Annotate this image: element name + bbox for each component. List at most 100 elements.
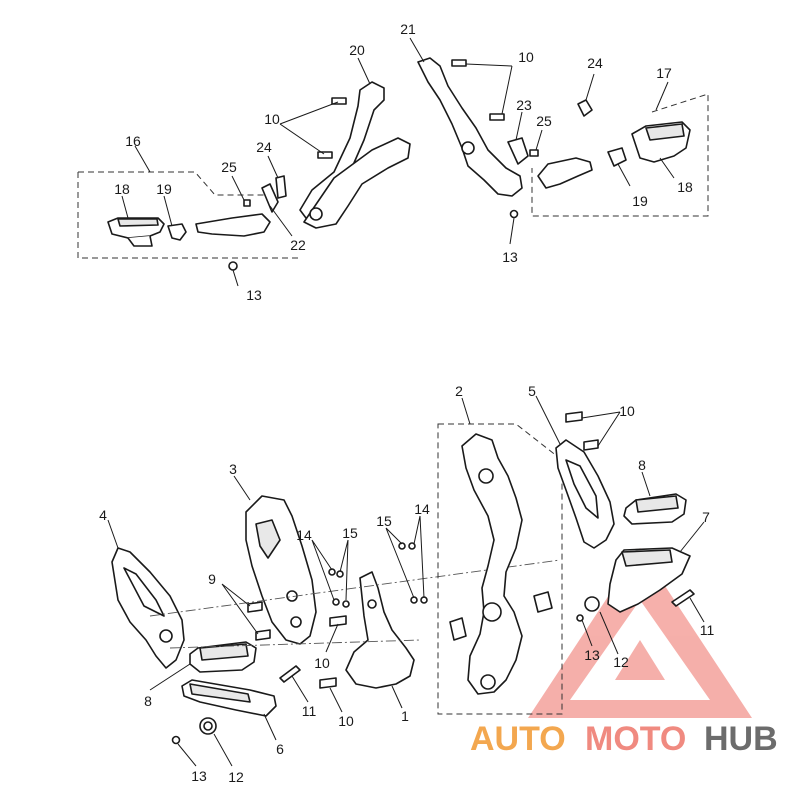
callout-6: 6 [276, 741, 284, 757]
plate-3 [245, 495, 317, 645]
callout-7: 7 [702, 509, 710, 525]
watermark-word-moto: MOTO [585, 720, 686, 758]
watermark-inner-triangle [615, 640, 665, 680]
callout-13-bottom-right: 13 [584, 647, 600, 663]
bracket-1-hole [367, 599, 377, 609]
heel-guard-4-cutout [123, 567, 165, 617]
group-17-right-footrest [531, 93, 709, 217]
callout-18-left: 18 [114, 181, 130, 197]
callout-10-mid-left: 10 [314, 655, 330, 671]
bolt-24-right [577, 99, 593, 117]
callout-12-right: 12 [613, 654, 629, 670]
callout-9: 9 [208, 571, 216, 587]
spring-12-left-inner [203, 721, 213, 731]
bracket-2 [461, 433, 523, 695]
bracket-21-hole [461, 141, 475, 155]
bolt-10-top-b [317, 151, 333, 159]
callout-21: 21 [400, 21, 416, 37]
bolt-10-right-a [451, 59, 467, 67]
callout-23: 23 [516, 97, 532, 113]
washer-15-c [398, 542, 406, 550]
callout-4: 4 [99, 507, 107, 523]
callout-13-top-left: 13 [246, 287, 262, 303]
bolt-24-left [275, 175, 287, 199]
callout-10-mid-right: 10 [619, 403, 635, 419]
callout-11-left: 11 [302, 703, 317, 719]
watermark-triangle [528, 548, 752, 718]
plate-3-cutout [255, 519, 281, 559]
bolt-10-bottom-a [329, 615, 347, 627]
pin-11-left [279, 665, 301, 683]
bolt-10-bottom-b [319, 677, 337, 689]
screw-25-right [529, 149, 539, 157]
callout-10-bottom: 10 [338, 713, 354, 729]
leader-lines [107, 37, 705, 767]
callout-15-left: 15 [342, 525, 358, 541]
bracket-2-hole-b [482, 602, 502, 622]
callout-13-bottom-left: 13 [191, 768, 207, 784]
callout-16: 16 [125, 133, 141, 149]
callout-numbers: 16 17 20 21 10 10 23 24 25 25 24 22 18 1… [99, 21, 714, 785]
bolt-9-a [247, 601, 263, 613]
bracket-2-hole-c [480, 674, 496, 690]
callout-14-left: 14 [296, 527, 312, 543]
heel-guard-left [195, 213, 271, 237]
bolt-10-right-b [489, 113, 505, 121]
clip-22 [261, 183, 279, 213]
callout-24-left: 24 [256, 139, 272, 155]
watermark-text: AUTO MOTO HUB [470, 720, 778, 758]
nut-13-bottom-right [576, 614, 584, 622]
bush-right [533, 591, 553, 613]
callout-8-left: 8 [144, 693, 152, 709]
bracket-20 [299, 81, 411, 229]
screw-25-left [243, 199, 251, 207]
washer-14-a [328, 568, 336, 576]
callout-25-left: 25 [221, 159, 237, 175]
footpeg-8-left-teeth [199, 643, 249, 661]
bracket-20-lower [303, 137, 411, 229]
heel-guard-5-cutout [565, 459, 599, 519]
group-16-left-footrest [77, 171, 300, 271]
callout-5: 5 [528, 383, 536, 399]
spring-12-right [584, 596, 600, 612]
washer-14-c [408, 542, 416, 550]
heel-guard-right [537, 157, 593, 189]
bolt-10-right-c [565, 411, 583, 423]
footpeg-18-left-teeth [117, 218, 159, 227]
nut-13-right [509, 209, 519, 219]
nut-13-bottom-left [171, 735, 181, 745]
callout-10-top-right: 10 [518, 49, 534, 65]
footpeg-18-left-base [127, 235, 153, 247]
callout-13-top-right: 13 [502, 249, 518, 265]
group-2-outline [437, 423, 563, 715]
bolt-10-right-d [583, 439, 599, 451]
washer-15-b [342, 600, 350, 608]
centerline-b [169, 639, 421, 649]
callout-22: 22 [290, 237, 306, 253]
callout-20: 20 [349, 42, 365, 58]
callout-1: 1 [401, 708, 409, 724]
bracket-19-left [167, 223, 187, 241]
callout-19-left: 19 [156, 181, 172, 197]
clip-23 [507, 137, 529, 165]
bush-left [449, 617, 467, 641]
footpeg-7-teeth [621, 549, 673, 567]
callout-19-right: 19 [632, 193, 648, 209]
bolt-9-b [255, 629, 271, 641]
plate-3-hole-b [290, 616, 302, 628]
watermark-logo [528, 548, 752, 718]
bracket-20-hole [309, 207, 323, 221]
callout-24-right: 24 [587, 55, 603, 71]
callout-12-left: 12 [228, 769, 244, 785]
watermark-word-auto: AUTO [470, 720, 566, 758]
callout-17: 17 [656, 65, 672, 81]
callout-25-right: 25 [536, 113, 552, 129]
pin-11-right [671, 589, 695, 607]
watermark-word-hub: HUB [704, 720, 778, 758]
bracket-21 [417, 57, 539, 219]
footpeg-18-right-teeth [645, 123, 685, 141]
bracket-1 [345, 571, 415, 689]
bracket-21-arm [417, 57, 523, 197]
